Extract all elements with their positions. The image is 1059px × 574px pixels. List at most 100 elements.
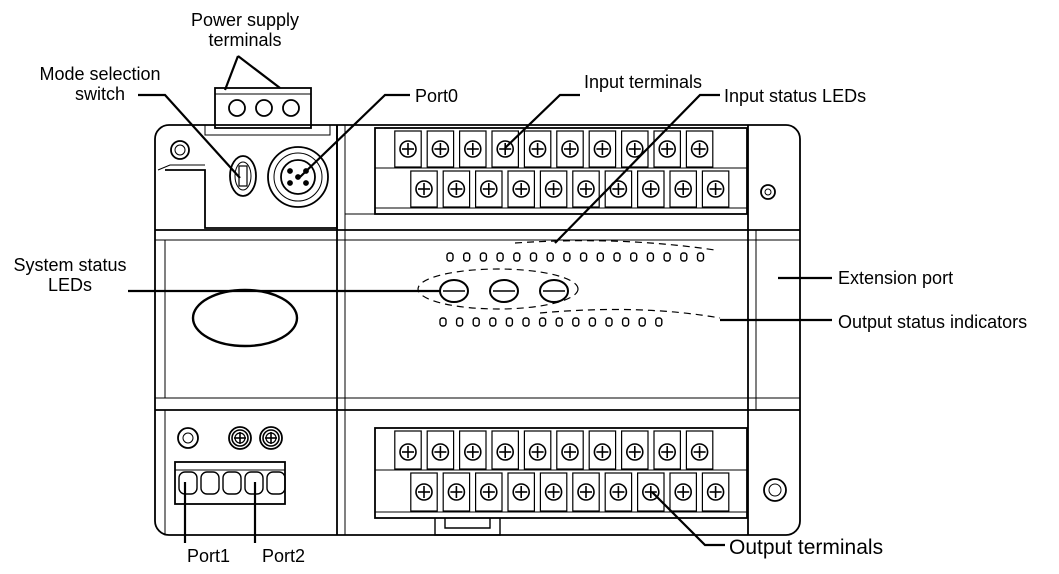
port-pin — [200, 471, 220, 495]
output-terminal — [636, 472, 665, 512]
input-terminal — [685, 130, 714, 168]
port-pin — [222, 471, 242, 495]
input-terminal — [636, 170, 665, 208]
output-terminal — [410, 472, 438, 512]
label-system-status-line2: LEDs — [47, 275, 92, 295]
input-status-led — [546, 252, 554, 262]
left-module-oval — [191, 288, 299, 348]
label-port0: Port0 — [415, 86, 459, 106]
input-status-led — [663, 252, 671, 262]
input-terminal — [442, 170, 471, 208]
input-terminal — [491, 130, 519, 168]
output-status-indicator — [472, 317, 480, 327]
input-terminal — [701, 170, 730, 208]
port1-port2-terminal — [164, 409, 338, 536]
output-terminal — [604, 472, 633, 512]
output-terminal — [701, 472, 730, 512]
input-terminal — [410, 170, 438, 208]
input-terminal — [426, 130, 455, 168]
output-terminal — [572, 472, 600, 512]
output-terminal — [653, 430, 681, 470]
output-terminal — [669, 472, 697, 512]
label-input-terminals: Input terminals — [584, 72, 703, 92]
output-terminal — [685, 430, 714, 470]
label-power-supply-line2: terminals — [208, 30, 282, 50]
input-status-led — [463, 252, 471, 262]
output-status-indicator — [621, 317, 630, 327]
input-status-led — [529, 252, 538, 262]
input-status-led — [696, 252, 705, 262]
mounting-hole-top-left — [170, 140, 190, 160]
input-status-led — [479, 252, 488, 262]
input-terminal — [588, 130, 617, 168]
output-terminal — [539, 472, 568, 512]
output-terminal — [459, 430, 487, 470]
leader-lines — [128, 55, 832, 547]
input-status-leds — [446, 252, 705, 262]
input-status-led — [496, 252, 504, 262]
input-status-led — [646, 252, 655, 262]
label-power-supply-line1: Power supply — [190, 10, 300, 30]
label-extension-port: Extension port — [838, 268, 954, 288]
output-terminal — [491, 430, 519, 470]
input-terminal — [669, 170, 697, 208]
output-status-indicator — [572, 317, 580, 327]
din-clip — [434, 518, 501, 536]
label-system-status-line1: System status — [13, 255, 127, 275]
input-terminal — [507, 170, 535, 208]
label-system-status-leds: System status LEDs — [5, 255, 135, 295]
input-terminal — [556, 130, 584, 168]
input-terminal — [475, 170, 503, 208]
output-status-indicator — [439, 317, 447, 327]
output-status-indicator — [588, 317, 597, 327]
input-status-led — [579, 252, 588, 262]
input-terminal — [539, 170, 568, 208]
port-pin — [266, 471, 286, 495]
port0-connector — [267, 146, 329, 208]
output-status-indicator — [455, 317, 464, 327]
output-terminal — [394, 430, 422, 470]
output-terminal — [588, 430, 617, 470]
output-terminal — [475, 472, 503, 512]
label-mode-selection-line2: switch — [74, 84, 125, 104]
label-mode-selection-line1: Mode selection — [39, 64, 161, 84]
input-terminal — [523, 130, 552, 168]
input-terminal — [604, 170, 633, 208]
input-terminal — [653, 130, 681, 168]
input-terminal — [572, 170, 600, 208]
output-terminal — [426, 430, 455, 470]
output-status-indicator — [638, 317, 646, 327]
output-status-indicator — [655, 317, 663, 327]
system-status-leds — [417, 268, 579, 310]
output-status-indicator — [505, 317, 514, 327]
output-status-indicator — [555, 317, 563, 327]
output-status-indicator — [605, 317, 613, 327]
input-terminal — [459, 130, 487, 168]
output-status-indicators — [439, 317, 663, 327]
input-status-led — [446, 252, 454, 262]
input-terminal-block — [345, 127, 748, 215]
output-status-indicator — [538, 317, 547, 327]
output-terminal — [523, 430, 552, 470]
label-port1: Port1 — [187, 546, 231, 566]
output-terminal-block — [374, 427, 748, 519]
mode-selection-switch — [229, 155, 257, 197]
output-terminal — [507, 472, 535, 512]
output-terminal — [442, 472, 471, 512]
input-status-led — [513, 252, 521, 262]
input-terminal — [394, 130, 422, 168]
label-mode-selection-switch: Mode selection switch — [28, 64, 172, 104]
label-input-status-leds: Input status LEDs — [724, 86, 867, 106]
label-output-status-indicators: Output status indicators — [838, 312, 1028, 332]
output-terminal — [620, 430, 649, 470]
output-terminal — [556, 430, 584, 470]
input-status-led — [613, 252, 621, 262]
output-status-indicator — [489, 317, 497, 327]
label-port2: Port2 — [262, 546, 306, 566]
port-pin — [178, 471, 198, 495]
power-supply-terminal-block — [214, 87, 312, 129]
input-status-led — [563, 252, 571, 262]
label-power-supply-terminals: Power supply terminals — [180, 10, 310, 50]
label-output-terminals: Output terminals — [729, 536, 884, 559]
